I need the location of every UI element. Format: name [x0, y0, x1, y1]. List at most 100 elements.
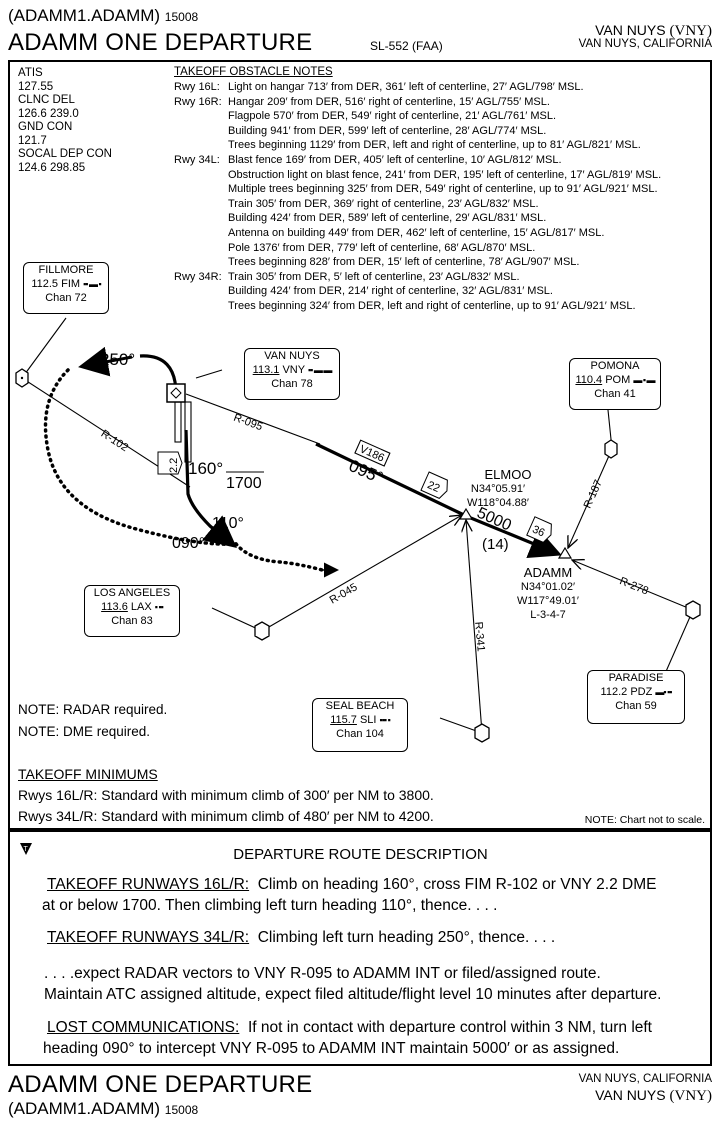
morse-code-icon: ▪▪ ▬ ▬: [307, 365, 332, 375]
svg-text:T: T: [24, 846, 29, 853]
pom-r187-label: R-187: [582, 478, 605, 510]
lax-vor-symbol: [254, 621, 270, 641]
vector-path-east: [234, 542, 324, 572]
pdz-leader-line: [663, 609, 694, 677]
distance-36-box: 36: [526, 516, 552, 543]
adamm-fix-symbol: [557, 546, 573, 559]
fim-vor-symbol: [15, 368, 29, 388]
route-para-lost-comms: LOST COMMUNICATIONS: If not in contact w…: [43, 1019, 652, 1057]
footer-computer-code: (ADAMM1.ADAMM) 15008: [8, 1099, 199, 1118]
obstacle-line: Rwy 16R:Hangar 209′ from DER, 516′ right…: [174, 95, 550, 108]
amendment-number: 15008: [164, 10, 199, 24]
sli-r341-label: R-341: [472, 621, 487, 652]
sli-r341-radial: [466, 520, 483, 734]
obstacle-line: Building 424′ from DER, 214′ right of ce…: [228, 285, 553, 298]
plan-view-frame: [8, 60, 712, 830]
heading-160-path: [184, 429, 237, 549]
fim-r102-label: R-102: [99, 428, 131, 454]
obstacle-line: Flagpole 570′ from DER, 549′ right of ce…: [228, 110, 557, 123]
elmoo-fix-symbol: [458, 507, 474, 520]
heading-090-label: 090°: [172, 535, 205, 552]
obstacle-line: Obstruction light on blast fence, 241′ f…: [228, 168, 662, 181]
route-to-adamm: [465, 514, 562, 559]
obstacle-notes: Rwy 16L:Light on hangar 713′ from DER, 3…: [174, 80, 661, 314]
svg-text:2.2: 2.2: [168, 458, 180, 473]
mileage-14-label: (14): [482, 536, 509, 553]
note-dme: NOTE: DME required.: [18, 724, 151, 739]
vny-r095-radial: [185, 393, 321, 445]
navaid-box-losangeles: LOS ANGELES 113.6 LAX ▪ ▪▪ Chan 83: [84, 585, 180, 637]
takeoff-minimums: TAKEOFF MINIMUMS Rwys 16L/R: Standard wi…: [18, 766, 434, 824]
navaid-box-paradise: PARADISE 112.2 PDZ ▬▪ ▪▪ Chan 59: [587, 670, 685, 724]
footer-airport-name: VAN NUYS (VNY): [595, 1087, 712, 1104]
route-para-vectors: . . . .expect RADAR vectors to VNY R-095…: [44, 965, 662, 1003]
adamm-fix-label: ADAMM N34°01.02′ W117°49.01′ L-3-4-7: [517, 565, 579, 622]
takeoff-minimums-symbol-icon: T: [19, 842, 33, 856]
vny-vortac-symbol: [166, 383, 186, 403]
note-not-to-scale: NOTE: Chart not to scale.: [584, 814, 705, 826]
obstacle-line: Rwy 34R:Train 305′ from DER, 5′ left of …: [174, 270, 520, 283]
airport-name: VAN NUYS (VNY): [595, 22, 712, 39]
document-id: SL-552 (FAA): [370, 39, 443, 53]
distance-22-box: 22: [420, 471, 448, 499]
takeoff-minimums-title: TAKEOFF MINIMUMS: [18, 766, 158, 782]
svg-text:22: 22: [425, 479, 441, 495]
vny-r095-label: R-095: [232, 412, 264, 434]
lax-r045-radial: [261, 515, 462, 632]
obstacle-line: Multiple trees beginning 325′ from DER, …: [228, 183, 658, 196]
heading-250-label: 250°: [100, 350, 135, 369]
obstacle-line: Trees beginning 324′ from DER, left and …: [228, 299, 636, 312]
note-radar: NOTE: RADAR required.: [18, 702, 168, 717]
runway-16l-34r: [174, 401, 182, 443]
navaid-box-fillmore: FILLMORE 112.5 FIM ▪▪ ▬ ▪ Chan 72: [23, 262, 109, 314]
obstacle-line: Rwy 34L:Blast fence 169′ from DER, 405′ …: [174, 153, 562, 166]
fim-leader-line: [21, 317, 67, 379]
navaid-box-vannuys: VAN NUYS 113.1 VNY ▪▪ ▬ ▬ Chan 78: [244, 348, 340, 400]
obstacle-line: Building 941′ from DER, 599′ left of cen…: [228, 124, 547, 137]
heading-160-label: 160°: [188, 459, 223, 478]
altitude-1700-label: 1700: [226, 475, 262, 492]
obstacle-line: Trees beginning 1129′ from DER, left and…: [228, 139, 641, 152]
vny-leader-line: [195, 369, 223, 379]
heading-110-label: 110°: [212, 515, 244, 532]
lax-r045-label: R-045: [328, 581, 360, 606]
morse-code-icon: ▪▪▪ ▪: [379, 715, 391, 725]
pdz-r278-radial: [572, 560, 694, 611]
route-para-34lr: TAKEOFF RUNWAYS 34L/R: Climbing left tur…: [47, 929, 556, 946]
pom-vor-symbol: [604, 439, 618, 459]
elmoo-fix-label: ELMOO N34°05.91′ W118°04.88′: [467, 467, 532, 510]
obstacle-line: Train 305′ from DER, 369′ right of cente…: [228, 197, 539, 210]
svg-text:36: 36: [530, 523, 546, 539]
route-description-title: DEPARTURE ROUTE DESCRIPTION: [233, 846, 488, 863]
route-to-elmoo: [315, 442, 465, 517]
morse-code-icon: ▪▪ ▬ ▪: [83, 279, 102, 289]
route-description-frame: [8, 830, 712, 1066]
obstacle-line: Building 424′ from DER, 589′ left of cen…: [228, 212, 547, 225]
heading-250-leg: [78, 346, 133, 377]
obstacle-line: Rwy 16L:Light on hangar 713′ from DER, 3…: [174, 81, 584, 93]
computer-code: (ADAMM1.ADAMM) 15008: [8, 6, 199, 25]
morse-code-icon: ▪ ▪▪: [154, 602, 164, 612]
footer-airport-city: VAN NUYS, CALIFORNIA: [578, 1073, 712, 1085]
navaid-box-sealbeach: SEAL BEACH 115.7 SLI ▪▪▪ ▪ Chan 104: [312, 698, 408, 752]
footer-procedure-title: ADAMM ONE DEPARTURE: [8, 1071, 313, 1098]
obstacle-line: Trees beginning 828′ from DER, 15′ left …: [228, 256, 580, 269]
obstacle-notes-title: TAKEOFF OBSTACLE NOTES: [174, 66, 333, 78]
lax-leader-line: [211, 607, 263, 632]
pdz-r278-label: R-278: [618, 575, 650, 597]
morse-code-icon: ▬▪ ▪▪: [655, 687, 672, 697]
obstacle-line: Antenna on building 449′ from DER, 462′ …: [228, 226, 605, 239]
morse-code-icon: ▬ ▪ ▬: [633, 375, 655, 385]
procedure-title: ADAMM ONE DEPARTURE: [8, 29, 313, 56]
pdz-vor-symbol: [685, 600, 701, 620]
route-para-16lr: TAKEOFF RUNWAYS 16L/R: Climb on heading …: [42, 876, 657, 914]
pom-r187-radial: [568, 448, 613, 548]
vector-path-west: [43, 368, 238, 546]
navaid-box-pomona: POMONA 110.4 POM ▬ ▪ ▬ Chan 41: [569, 358, 661, 410]
dme-22-box: 2.2: [157, 451, 183, 475]
obstacle-line: Pole 1376′ from DER, 779′ left of center…: [228, 241, 536, 254]
sli-vor-symbol: [474, 723, 490, 743]
airport-city: VAN NUYS, CALIFORNIA: [578, 38, 712, 50]
